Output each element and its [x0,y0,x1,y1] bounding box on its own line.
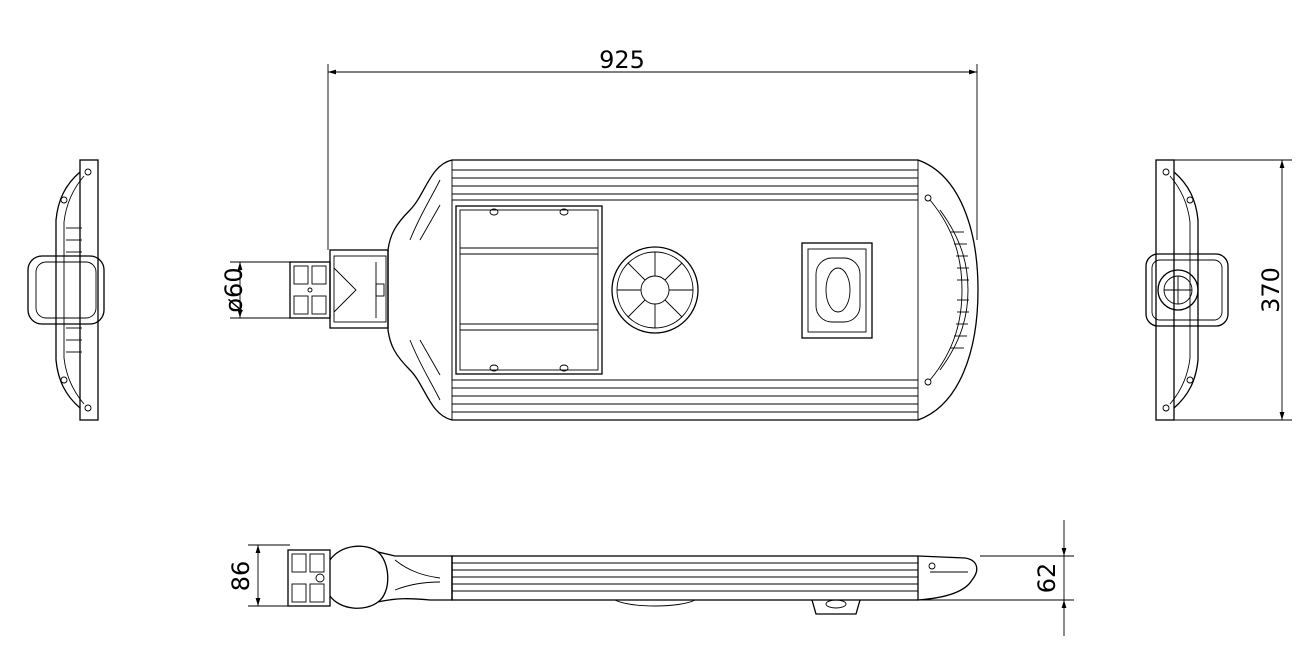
dim-body-height: 62 [920,520,1074,636]
dim-length-label: 925 [599,46,645,74]
dim-side-height: 86 [227,544,290,607]
driver-module [455,205,603,375]
right-end-view [1145,159,1229,421]
vent-round [611,246,699,334]
dim-side-height-label: 86 [227,561,255,592]
sensor-socket [801,242,873,339]
dim-length: 925 [327,46,978,250]
left-end-view [27,159,105,421]
end-grille [950,231,969,349]
dim-width: 370 [1174,159,1292,421]
pole-clamp [289,249,389,329]
top-view [289,159,979,421]
dim-pole-diameter: ø60 [220,261,290,319]
left-view-grille [66,227,82,353]
dim-width-label: 370 [1257,267,1285,313]
dim-pole-diameter-label: ø60 [220,267,248,312]
dim-body-height-label: 62 [1033,563,1061,594]
side-view [287,545,978,615]
